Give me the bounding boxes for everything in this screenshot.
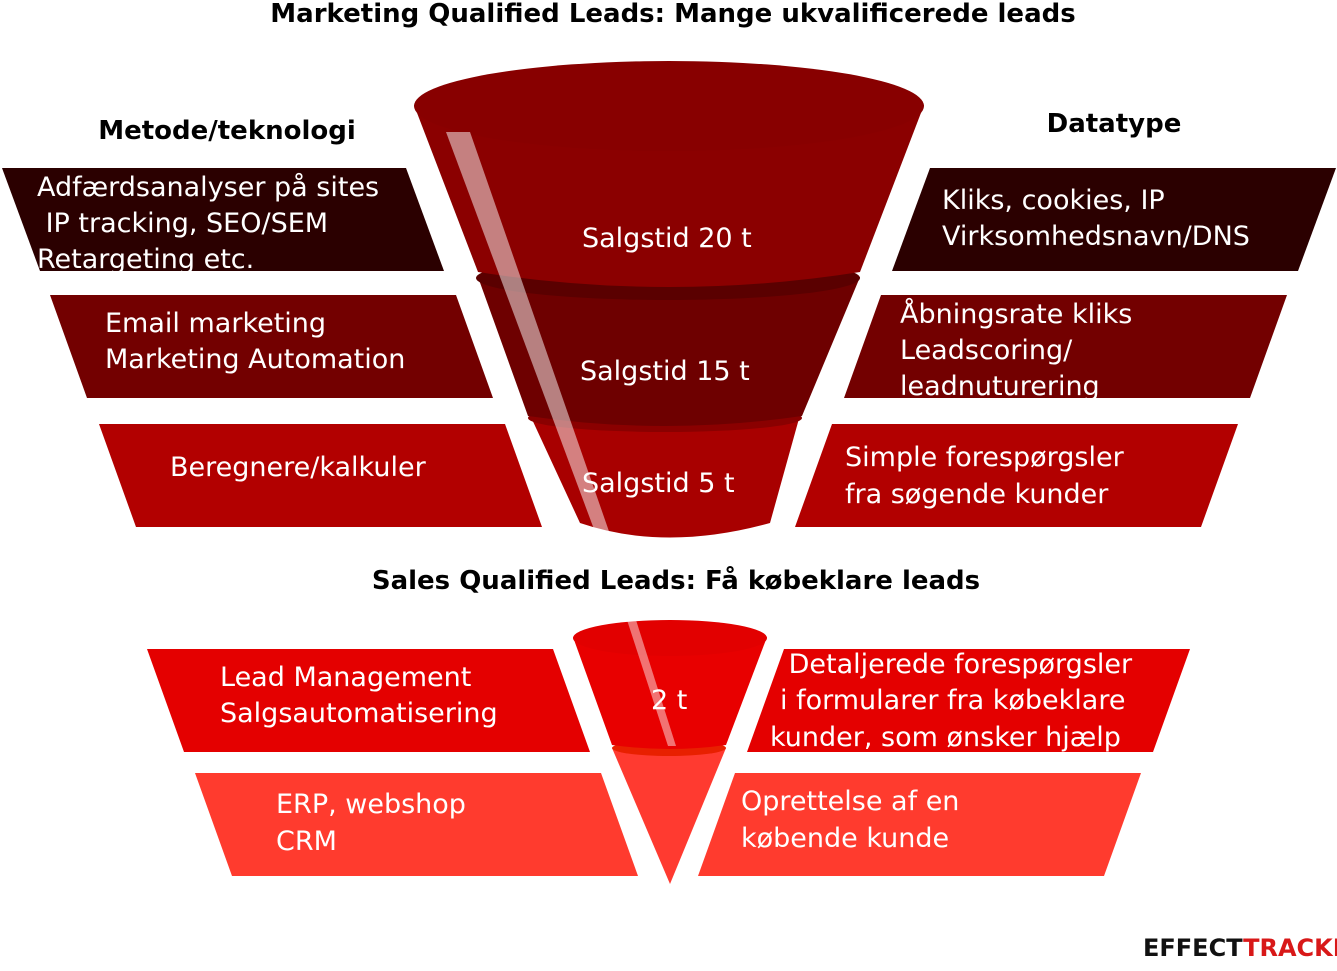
funnel-segment-middle <box>478 277 860 426</box>
svg-text:ERP, webshop CRM: ERP, webshop CRM <box>276 789 475 857</box>
left-box-1: Adfærdsanalyser på sites IP tracking, SE… <box>2 168 444 275</box>
datatype-header: Datatype <box>1047 109 1182 139</box>
left-box-4: Lead Management Salgsautomatisering <box>147 649 590 752</box>
lower-funnel <box>573 620 767 884</box>
svg-text:Adfærdsanalyser på sites: Adfærdsanalyser på sites IP tracking, SE… <box>37 172 388 275</box>
funnel-label-5: Salgstid 5 t <box>582 468 735 499</box>
left-box-5: ERP, webshop CRM <box>195 773 638 876</box>
svg-text:EFFECTTRACKER: EFFECTTRACKER <box>1143 934 1337 962</box>
effecttracker-logo: EFFECTTRACKER <box>1143 934 1337 962</box>
right-box-4: Detaljerede forespørgsler i formularer f… <box>747 649 1190 753</box>
method-header: Metode/teknologi <box>98 116 356 146</box>
funnel-label-20: Salgstid 20 t <box>582 223 752 254</box>
sql-title: Sales Qualified Leads: Få købeklare lead… <box>372 564 980 596</box>
left-box-2: Email marketing Marketing Automation <box>50 295 493 398</box>
svg-text:Beregnere/kalkuler: Beregnere/kalkuler <box>170 452 427 483</box>
funnel-small <box>573 637 767 749</box>
funnel-label-2: 2 t <box>651 685 687 716</box>
mql-title: Marketing Qualified Leads: Mange ukvalif… <box>270 0 1075 29</box>
funnel-tip <box>612 748 726 884</box>
svg-text:Email marketing Marketin: Email marketing Marketing Automation <box>105 308 405 375</box>
svg-text:Oprettelse af en købende: Oprettelse af en købende kunde <box>741 786 968 854</box>
svg-text:Kliks, cookies, IP Virks: Kliks, cookies, IP Virksomhedsnavn/DNS <box>942 185 1250 252</box>
svg-text:Detaljerede forespørgsler: Detaljerede forespørgsler i formularer f… <box>770 649 1141 753</box>
right-box-5: Oprettelse af en købende kunde <box>698 773 1141 876</box>
svg-text:Simple forespørgsler fra: Simple forespørgsler fra søgende kunder <box>845 442 1132 510</box>
funnel-label-15: Salgstid 15 t <box>580 356 750 387</box>
left-box-3: Beregnere/kalkuler <box>99 424 542 527</box>
right-box-3: Simple forespørgsler fra søgende kunder <box>795 424 1238 527</box>
svg-text:Lead Management Salgsaut: Lead Management Salgsautomatisering <box>220 662 498 729</box>
right-box-1: Kliks, cookies, IP Virksomhedsnavn/DNS <box>892 168 1336 271</box>
upper-funnel <box>414 61 924 540</box>
right-box-2: Åbningsrate kliks Leadscoring/ leadnutur… <box>844 295 1287 402</box>
svg-text:Åbningsrate kliks Leadsc: Åbningsrate kliks Leadscoring/ leadnutur… <box>900 298 1141 402</box>
funnel-segment-top <box>414 105 924 287</box>
